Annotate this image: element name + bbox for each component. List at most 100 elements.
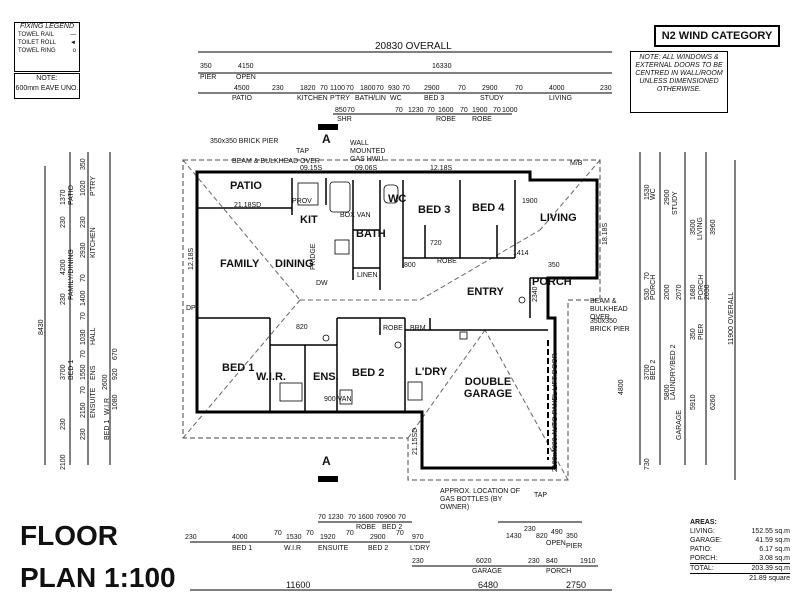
dim-row4-label: ROBE [436, 116, 456, 123]
dim-bottom: 970 [412, 534, 424, 541]
dim-right: 350 [690, 328, 697, 340]
room-wir: W.I.R. [256, 371, 286, 383]
dim-bottom: 70 [306, 530, 314, 537]
dim-left: 2150 [80, 402, 87, 418]
dim-row3: 70 [320, 85, 328, 92]
dim-row3-label: BED 3 [424, 95, 445, 102]
dim-bottom: 6020 [476, 558, 492, 565]
dim-left: 2600 [102, 374, 109, 390]
annotation: 350x350 BRICK PIER [590, 318, 630, 333]
dim-bottom: 230 [412, 558, 424, 565]
dim-left-label: ENSUITE [90, 387, 97, 418]
room-bed4: BED 4 [472, 202, 505, 214]
area-row: PATIO:6.17 sq.m [690, 546, 790, 553]
dim-row3: 1800 [360, 85, 376, 92]
area-total-row: TOTAL:203.39 sq.m [690, 563, 790, 572]
dim-row4: 1000 [502, 107, 518, 114]
dim-bottom: 230 [185, 534, 197, 541]
dim-bottom: 70 [376, 514, 384, 521]
dim-right: 2030 [704, 284, 711, 300]
dim-left-label: KITCHEN [90, 227, 97, 258]
room-patio: PATIO [230, 180, 262, 192]
annotation: DW [316, 280, 328, 287]
annotation: 720 [430, 240, 442, 247]
dim-row4: 70 [395, 107, 403, 114]
dim-bottom: 11600 [286, 580, 311, 590]
area-row: GARAGE:41.59 sq.m [690, 537, 790, 544]
dim-right: 3960 [710, 219, 717, 235]
dim-right: 2900 [664, 189, 671, 205]
dim-left-label: P'TRY [90, 176, 97, 196]
dim-bottom-label: BED 2 [382, 524, 403, 531]
dim-bottom: 70 [346, 530, 354, 537]
dim-bottom-label: W.I.R [284, 545, 302, 552]
dim-right-label: GARAGE [676, 410, 683, 440]
dim-pier: 350 [200, 63, 212, 70]
section-mark-top: A [322, 132, 331, 146]
dim-right-label: WC [650, 188, 657, 200]
dim-left: 230 [60, 293, 67, 305]
dim-row3-label: BATH/LIN [355, 95, 386, 102]
dim-row3: 70 [376, 85, 384, 92]
dim-open: 4150 [238, 63, 254, 70]
dim-bottom: 900 [384, 514, 396, 521]
eave-note: NOTE: 600mm EAVE UNO. [14, 73, 80, 99]
annotation: 09.15S [300, 165, 323, 172]
dim-left: 1370 [60, 189, 67, 205]
annotation: BEAM & BULKHEAD OVER [590, 298, 628, 321]
annotation: TAP [534, 492, 548, 499]
dim-bottom-label: BED 2 [368, 545, 389, 552]
annotation: 350x350 BRICK PIER [210, 138, 279, 145]
plan-scale: PLAN 1:100 [20, 562, 176, 593]
dim-row3-label: PATIO [232, 95, 252, 102]
room-porch: PORCH [532, 276, 572, 288]
wind-category-box: N2 WIND CATEGORY [654, 25, 780, 47]
dim-left: 230 [60, 216, 67, 228]
dim-row3-label: STUDY [480, 95, 504, 102]
dim-row4: 1600 [438, 107, 454, 114]
dim-row3-label: KITCHEN [297, 95, 328, 102]
annotation: 820 [296, 324, 308, 331]
dim-open-label: OPEN [236, 74, 256, 81]
annotation: BEAM & BULKHEAD OVER [232, 158, 320, 165]
dim-bottom: 1530 [286, 534, 302, 541]
areas-title: AREAS: [690, 519, 717, 526]
dim-bottom: 70 [274, 530, 282, 537]
room-entry: ENTRY [467, 286, 504, 298]
dim-left: 670 [112, 348, 119, 360]
dim-row3: 2900 [482, 85, 498, 92]
dim-right-label: BED 2 [650, 359, 657, 380]
room-bed3: BED 3 [418, 204, 451, 216]
area-squares: 21.89 square [690, 573, 790, 583]
room-ens: ENS. [313, 371, 339, 383]
dim-bottom: 70 [348, 514, 356, 521]
dim-left-label: PATIO [68, 185, 75, 205]
dim-row4: 1230 [408, 107, 424, 114]
dim-left-label: W.I.R [104, 397, 111, 415]
dim-left: 70 [80, 312, 87, 320]
dim-row4: 850 [335, 107, 347, 114]
annotation: 1414 [513, 250, 529, 257]
legend-title: FIXING LEGEND [19, 23, 75, 30]
dim-bottom: 490 [551, 529, 563, 536]
annotation: 2100x4800 AUTO PANEL LIFT DOOR [552, 353, 559, 472]
dim-right: 1680 [690, 284, 697, 300]
dim-row3: 70 [458, 85, 466, 92]
dim-left: 1550 [80, 364, 87, 380]
dim-bottom: 1920 [320, 534, 336, 541]
dim-row3: 930 [388, 85, 400, 92]
dim-row4: 70 [347, 107, 355, 114]
dim-bottom: 1230 [328, 514, 344, 521]
annotation: 800 [404, 262, 416, 269]
annotation: 2340 [532, 286, 539, 302]
dim-left: 3700 [60, 364, 67, 380]
dim-right: 2000 [664, 284, 671, 300]
dim-bottom-label: GARAGE [472, 568, 502, 575]
dim-bottom-label: BED 1 [232, 545, 253, 552]
area-row: LIVING:152.55 sq.m [690, 528, 790, 535]
annotation: TAP [296, 148, 310, 155]
annotation: 09.06S [355, 165, 378, 172]
dim-row3: 4000 [549, 85, 565, 92]
